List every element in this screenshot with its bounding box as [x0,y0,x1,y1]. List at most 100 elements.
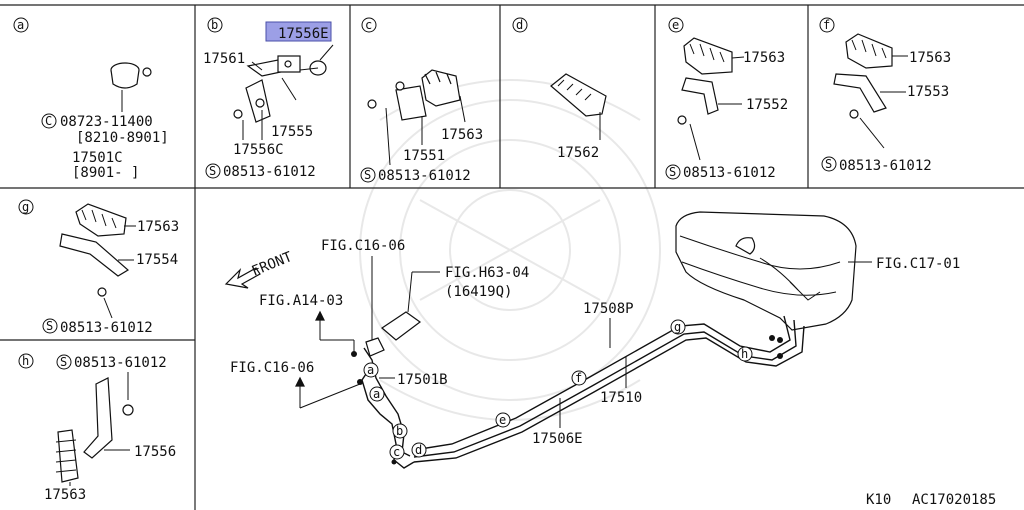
arrow-up-icon [295,376,305,387]
callout-d[interactable]: d [411,442,427,458]
fig-h63-04-sub: (16419Q) [445,284,512,300]
code-mark-s: S [60,355,67,369]
panel-letter-g: g [22,200,29,214]
part-17553: 17553 [907,84,949,100]
panel-a: a C 08723-11400 [8210-8901] 17501C [8901… [13,17,169,181]
part-17506e: 17506E [532,431,583,447]
part-17554: 17554 [136,252,178,268]
panel-letter-c: c [365,18,372,32]
bolt-08513-61012: 08513-61012 [223,164,316,180]
front-label: FRONT [250,249,296,280]
rubber-clip-icon [550,73,607,117]
svg-text:h: h [741,347,748,361]
part-17508p: 17508P [583,301,634,317]
code-mark-s: S [364,168,371,182]
part-17563: 17563 [137,219,179,235]
part-17563: 17563 [44,487,86,503]
bolt-08513-61012: 08513-61012 [839,158,932,174]
svg-text:g: g [674,320,681,334]
junction-dot [777,337,783,343]
junction-dot [357,379,363,385]
part-17555: 17555 [271,124,313,140]
panel-letter-d: d [516,18,523,32]
panel-f: f 17563 17553 S 08513-61012 [819,17,951,174]
clip-bracket-icon [677,37,733,125]
connector-icon [381,311,422,341]
panel-grid [0,4,1024,510]
part-17501c: 17501C [72,150,123,166]
panel-b: b 17556E 17561 17555 17556C S 08513-6101… [203,17,334,180]
panel-letter-a: a [17,18,24,32]
panel-d: d 17562 [512,17,607,161]
fuel-lines [361,315,805,469]
junction-dot [769,335,775,341]
callout-b[interactable]: b [392,423,408,439]
junction-dot [391,459,397,465]
bolt-08513-61012: 08513-61012 [60,320,153,336]
fig-c16-06-left[interactable]: FIG.C16-06 [230,360,314,376]
panel-letter-b: b [211,18,218,32]
code-mark-c: C [45,114,52,128]
svg-text:c: c [393,445,400,459]
fig-c17-01[interactable]: FIG.C17-01 [876,256,960,272]
part-17556c: 17556C [233,142,284,158]
panel-g: g 17563 17554 S 08513-61012 [18,199,179,336]
svg-text:d: d [415,443,422,457]
callout-c[interactable]: c [389,444,405,460]
svg-text:e: e [499,413,506,427]
arrow-up-icon [315,310,325,321]
svg-text:a: a [367,363,374,377]
callout-a-lower[interactable]: a [369,386,385,402]
front-arrow-icon [224,267,261,289]
fig-h63-04[interactable]: FIG.H63-04 [445,265,529,281]
fig-a14-03[interactable]: FIG.A14-03 [259,293,343,309]
bracket-and-clip-icon [55,377,134,483]
part-17563: 17563 [743,50,785,66]
part-08723-11400: 08723-11400 [60,114,153,130]
panel-letter-h: h [22,354,29,368]
callout-g[interactable]: g [670,319,686,335]
part-17501b: 17501B [397,372,448,388]
bolt-08513-61012: 08513-61012 [683,165,776,181]
part-17510: 17510 [600,390,642,406]
bracket-clip-icon [233,55,327,123]
code-mark-s: S [669,165,676,179]
part-17556: 17556 [134,444,176,460]
model-code: K10 [866,492,891,508]
date-range-1: [8210-8901] [76,130,169,146]
svg-text:a: a [373,387,380,401]
part-17561: 17561 [203,51,245,67]
junction-dot [777,353,783,359]
panel-letter-e: e [672,18,679,32]
part-17563: 17563 [909,50,951,66]
part-17562: 17562 [557,145,599,161]
callout-a-upper[interactable]: a [363,362,379,378]
bolt-08513-61012: 08513-61012 [74,355,167,371]
code-mark-s: S [825,157,832,171]
clip-bracket-icon [367,69,461,121]
diagram-code: AC17020185 [912,492,996,508]
clamp-part-icon [110,62,152,112]
callout-h[interactable]: h [737,346,753,362]
clip-bracket-icon [833,33,893,119]
junction-dot [351,351,357,357]
fuel-tank-icon [675,211,857,331]
panel-letter-f: f [823,18,830,32]
fig-c16-06-top[interactable]: FIG.C16-06 [321,238,405,254]
callout-e[interactable]: e [495,412,511,428]
highlight-box [265,21,332,42]
code-mark-s: S [46,319,53,333]
svg-text:b: b [396,424,403,438]
main-assembly: FRONT FIG.C17-01 FIG.C16-06 FIG.H63-04 [224,211,960,469]
panel-e: e 17563 17552 S 08513-61012 [665,17,788,181]
panel-h: h S 08513-61012 17556 17563 [18,353,176,503]
joint-icon [365,337,385,357]
part-17563: 17563 [441,127,483,143]
callout-f[interactable]: f [571,370,587,386]
bolt-08513-61012: 08513-61012 [378,168,471,184]
svg-text:f: f [575,371,582,385]
part-17556e[interactable]: 17556E [278,26,329,42]
part-17552: 17552 [746,97,788,113]
clip-bracket-icon [59,203,130,297]
